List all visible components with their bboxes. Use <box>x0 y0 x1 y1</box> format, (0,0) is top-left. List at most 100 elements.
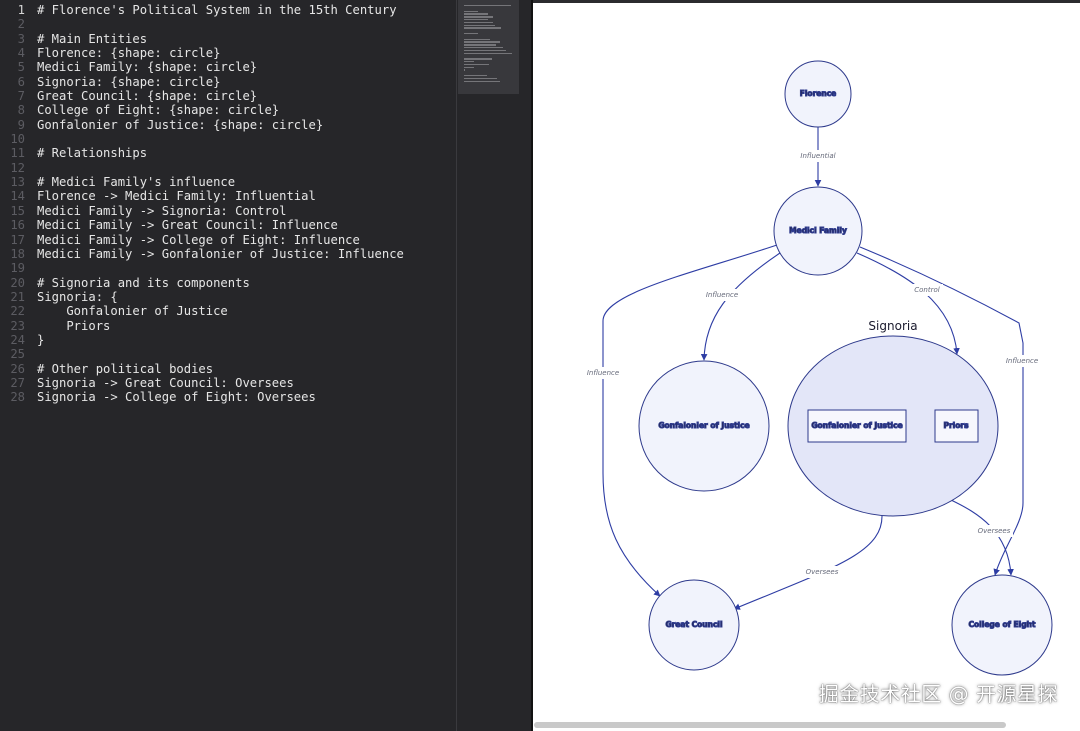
group-signoria: Signoria Gonfalonier of Justice Priors <box>787 319 999 517</box>
minimap-line <box>464 52 512 54</box>
line-text[interactable]: Medici Family -> Great Council: Influenc… <box>37 218 338 233</box>
line-text[interactable]: College of Eight: {shape: circle} <box>37 103 280 118</box>
code-line[interactable]: 1# Florence's Political System in the 15… <box>0 3 456 17</box>
line-text[interactable]: Signoria -> Great Council: Oversees <box>37 375 294 390</box>
minimap-line <box>464 49 506 52</box>
line-text[interactable]: Medici Family: {shape: circle} <box>37 60 258 75</box>
code-line[interactable]: 18 Medici Family -> Gonfalonier of Justic… <box>0 247 456 261</box>
line-text[interactable] <box>25 132 37 146</box>
code-line[interactable]: 23 Priors <box>0 319 456 333</box>
preview-horizontal-scrollbar[interactable] <box>534 722 1006 728</box>
line-text[interactable] <box>25 17 37 31</box>
code-line[interactable]: 24} <box>0 333 456 347</box>
line-text[interactable]: # Other political bodies <box>37 361 214 376</box>
code-line[interactable]: 11 # Relationships <box>0 146 456 160</box>
minimap-line <box>464 33 479 35</box>
minimap-line <box>464 63 489 66</box>
code-line[interactable]: 5 Medici Family: {shape: circle} <box>0 60 456 74</box>
minimap[interactable] <box>458 0 519 94</box>
code-line[interactable]: 12 <box>0 161 456 175</box>
code-editor[interactable]: 1# Florence's Political System in the 15… <box>0 0 531 731</box>
minimap-line <box>464 10 479 12</box>
line-text[interactable]: Florence -> Medici Family: Influential <box>37 189 316 204</box>
code-line[interactable]: 13# Medici Family's influence <box>0 175 456 189</box>
edge-label-influence-gc: Influence <box>587 369 619 377</box>
line-text[interactable]: Florence: {shape: circle} <box>37 46 221 61</box>
code-line[interactable]: 2 <box>0 17 456 31</box>
line-number: 18 <box>10 246 25 261</box>
line-text[interactable]: Signoria -> College of Eight: Oversees <box>37 390 316 405</box>
line-text[interactable]: Gonfalonier of Justice: {shape: circle} <box>37 117 324 132</box>
line-text[interactable]: Signoria: { <box>37 289 118 304</box>
line-number: 26 <box>10 361 25 376</box>
line-number: 8 <box>17 103 25 118</box>
code-line[interactable]: 3# Main Entities <box>0 32 456 46</box>
node-gonfalonier-of-justice: Gonfalonier of Justice <box>638 360 770 492</box>
line-text[interactable]: Signoria: {shape: circle} <box>37 74 221 89</box>
line-text[interactable]: # Signoria and its components <box>37 275 250 290</box>
code-line[interactable]: 7 Great Council: {shape: circle} <box>0 89 456 103</box>
line-number: 27 <box>10 375 25 390</box>
pane-splitter[interactable] <box>531 0 533 731</box>
code-line[interactable]: 21 Signoria: { <box>0 290 456 304</box>
code-line[interactable]: 15 Medici Family -> Signoria: Control <box>0 204 456 218</box>
code-line[interactable]: 17 Medici Family -> College of Eight: Inf… <box>0 233 456 247</box>
line-text[interactable]: Medici Family -> Gonfalonier of Justice:… <box>37 246 404 261</box>
line-text[interactable] <box>25 347 37 361</box>
code-line[interactable]: 22 Gonfalonier of Justice <box>0 304 456 318</box>
line-number: 7 <box>17 89 25 104</box>
minimap-line <box>464 5 511 7</box>
minimap-line <box>464 44 497 46</box>
edge-label-influence-college: Influence <box>1006 357 1038 365</box>
line-number: 17 <box>10 232 25 247</box>
svg-text:Priors: Priors <box>943 421 969 430</box>
edge-signoria-college <box>950 499 1014 576</box>
code-lines[interactable]: 1# Florence's Political System in the 15… <box>0 3 456 405</box>
line-number: 11 <box>10 146 25 161</box>
signoria-gonfalonier-box: Gonfalonier of Justice <box>807 409 907 443</box>
line-number: 21 <box>10 289 25 304</box>
line-text[interactable]: # Medici Family's influence <box>37 175 236 190</box>
line-text[interactable] <box>25 261 37 275</box>
line-text[interactable]: Priors <box>37 318 111 333</box>
line-number: 5 <box>17 60 25 75</box>
line-number: 10 <box>10 132 25 147</box>
code-line[interactable]: 8 College of Eight: {shape: circle} <box>0 103 456 117</box>
line-text[interactable]: Gonfalonier of Justice <box>37 304 228 319</box>
line-text[interactable]: # Florence's Political System in the 15t… <box>37 3 397 17</box>
code-line[interactable]: 26 # Other political bodies <box>0 362 456 376</box>
minimap-line <box>464 66 474 68</box>
node-medici-family: Medici Family <box>773 186 863 276</box>
line-text[interactable] <box>25 161 37 175</box>
code-line[interactable]: 14 Florence -> Medici Family: Influential <box>0 189 456 203</box>
minimap-line <box>464 24 496 26</box>
minimap-line <box>464 13 488 15</box>
svg-text:Gonfalonier of Justice: Gonfalonier of Justice <box>658 421 749 430</box>
code-line[interactable]: 25 <box>0 347 456 361</box>
line-text[interactable]: # Main Entities <box>37 31 148 46</box>
line-number: 15 <box>10 203 25 218</box>
line-number: 14 <box>10 189 25 204</box>
edge-label-influential: Influential <box>800 152 835 160</box>
line-number: 23 <box>10 318 25 333</box>
code-line[interactable]: 10 <box>0 132 456 146</box>
minimap-line <box>464 41 501 43</box>
line-number: 24 <box>10 332 25 347</box>
line-text[interactable]: # Relationships <box>37 146 148 161</box>
minimap-line <box>464 58 492 60</box>
line-text[interactable]: Medici Family -> Signoria: Control <box>37 203 287 218</box>
code-line[interactable]: 19 <box>0 261 456 275</box>
line-text[interactable]: } <box>37 332 45 347</box>
code-line[interactable]: 27 Signoria -> Great Council: Oversees <box>0 376 456 390</box>
svg-text:Florence: Florence <box>800 89 837 98</box>
line-text[interactable]: Great Council: {shape: circle} <box>37 89 258 104</box>
edge-label-oversees-college: Oversees <box>978 527 1011 535</box>
line-text[interactable]: Medici Family -> College of Eight: Influ… <box>37 232 360 247</box>
code-line[interactable]: 20# Signoria and its components <box>0 276 456 290</box>
line-number: 19 <box>10 261 25 276</box>
